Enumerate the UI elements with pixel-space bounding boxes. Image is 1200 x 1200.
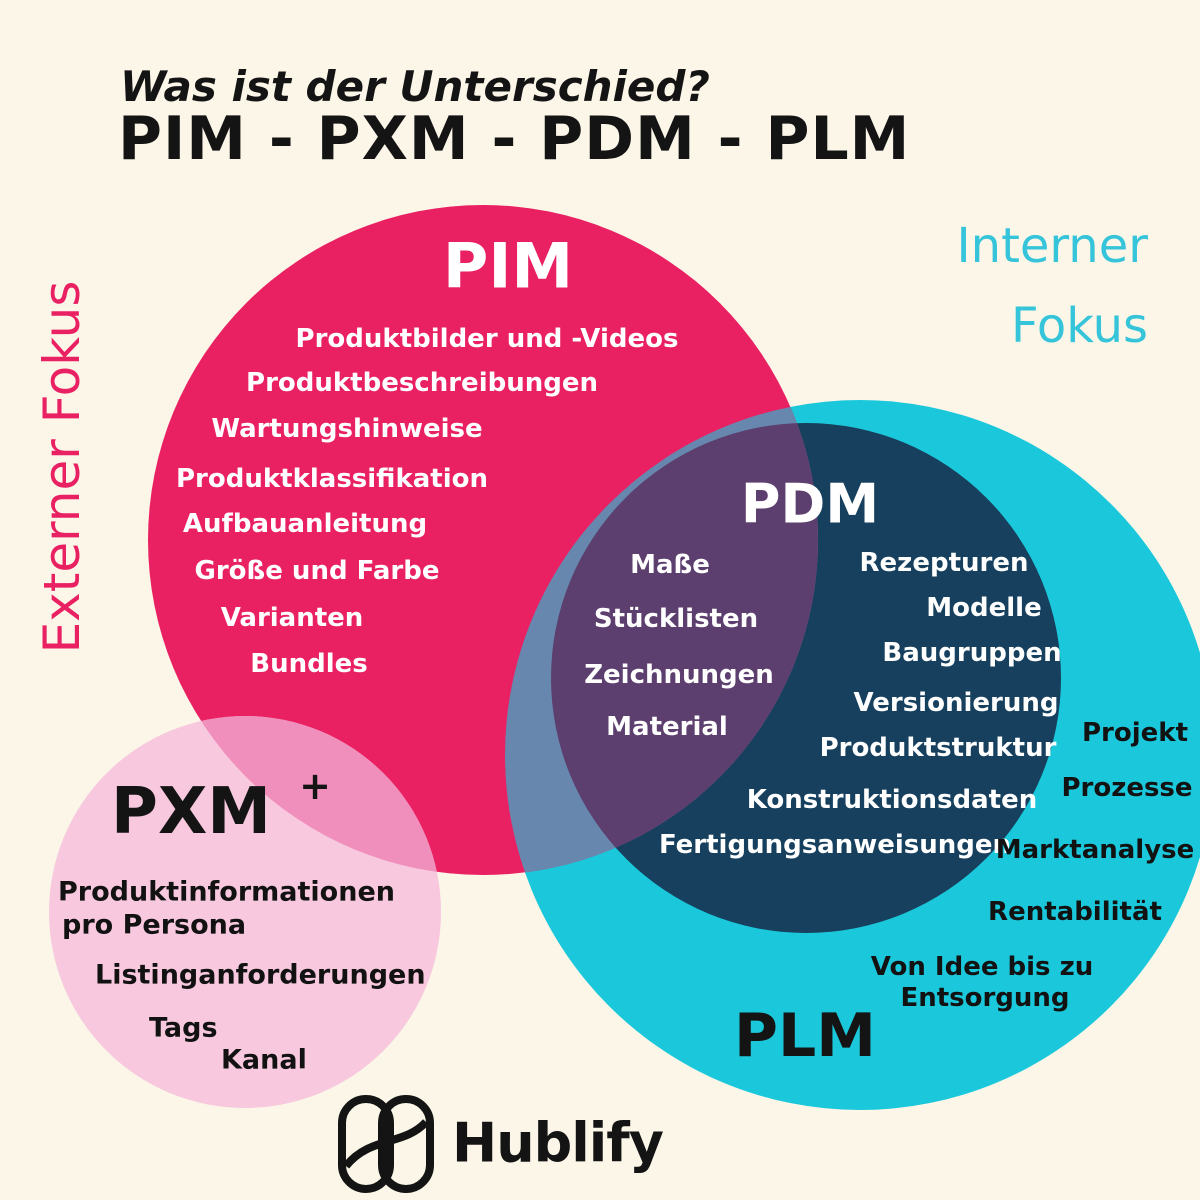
internal-focus-label: Interner Fokus bbox=[956, 206, 1148, 366]
pdm-item: Rezepturen bbox=[859, 548, 1029, 578]
brand-name: Hublify bbox=[452, 1111, 664, 1175]
plm-item: Rentabilität bbox=[988, 897, 1162, 927]
pdm-item: Versionierung bbox=[853, 688, 1059, 718]
title-acronyms: PIM - PXM - PDM - PLM bbox=[118, 104, 911, 174]
pim-item: Größe und Farbe bbox=[194, 556, 440, 586]
pim-item: Produktklassifikation bbox=[175, 464, 489, 494]
plm-label: PLM bbox=[734, 1001, 876, 1071]
pxm-label: PXM bbox=[111, 775, 271, 849]
pim-item: Produktbilder und -Videos bbox=[295, 324, 679, 354]
hublify-logo-icon bbox=[338, 1095, 434, 1193]
plm-lifecycle-line1: Von Idee bis zu bbox=[870, 952, 1094, 982]
pxm-item: Kanal bbox=[221, 1044, 307, 1076]
pdm-shared-item: Zeichnungen bbox=[584, 660, 774, 690]
pdm-item: Konstruktionsdaten bbox=[746, 785, 1038, 815]
pim-item: Bundles bbox=[250, 649, 368, 679]
plm-item: Prozesse bbox=[1061, 773, 1193, 803]
pim-pdm-overlap-region bbox=[551, 423, 818, 875]
pdm-label: PDM bbox=[740, 472, 880, 536]
pdm-shared-item: Material bbox=[606, 712, 728, 742]
pxm-item: Tags bbox=[149, 1012, 218, 1044]
internal-focus-line2: Fokus bbox=[1010, 298, 1148, 354]
pxm-item: Produktinformationen bbox=[58, 876, 395, 908]
pxm-pim-overlap-region bbox=[148, 716, 441, 875]
pxm-plus-sign: + bbox=[299, 764, 331, 808]
plm-item: Marktanalyse bbox=[995, 835, 1195, 865]
pdm-item: Produktstruktur bbox=[819, 733, 1057, 763]
pim-item: Varianten bbox=[220, 603, 364, 633]
pim-item: Aufbauanleitung bbox=[182, 509, 428, 539]
pim-label: PIM bbox=[442, 229, 574, 303]
pxm-item: Listinganforderungen bbox=[95, 959, 426, 991]
pim-item: Wartungshinweise bbox=[211, 414, 483, 444]
pdm-shared-item: Maße bbox=[630, 550, 710, 580]
external-focus-label: Externer Fokus bbox=[33, 280, 91, 654]
plm-lifecycle-line2: Entsorgung bbox=[900, 983, 1070, 1013]
title-question: Was ist der Unterschied? bbox=[120, 62, 710, 111]
pdm-item: Modelle bbox=[926, 593, 1042, 623]
internal-focus-line1: Interner bbox=[956, 218, 1148, 274]
pxm-item: pro Persona bbox=[62, 909, 247, 941]
pdm-item: Baugruppen bbox=[882, 638, 1062, 668]
pim-item: Produktbeschreibungen bbox=[246, 368, 598, 398]
pdm-item: Fertigungsanweisungen bbox=[658, 830, 1012, 860]
plm-item: Projekt bbox=[1081, 718, 1189, 748]
pdm-shared-item: Stücklisten bbox=[593, 604, 759, 634]
